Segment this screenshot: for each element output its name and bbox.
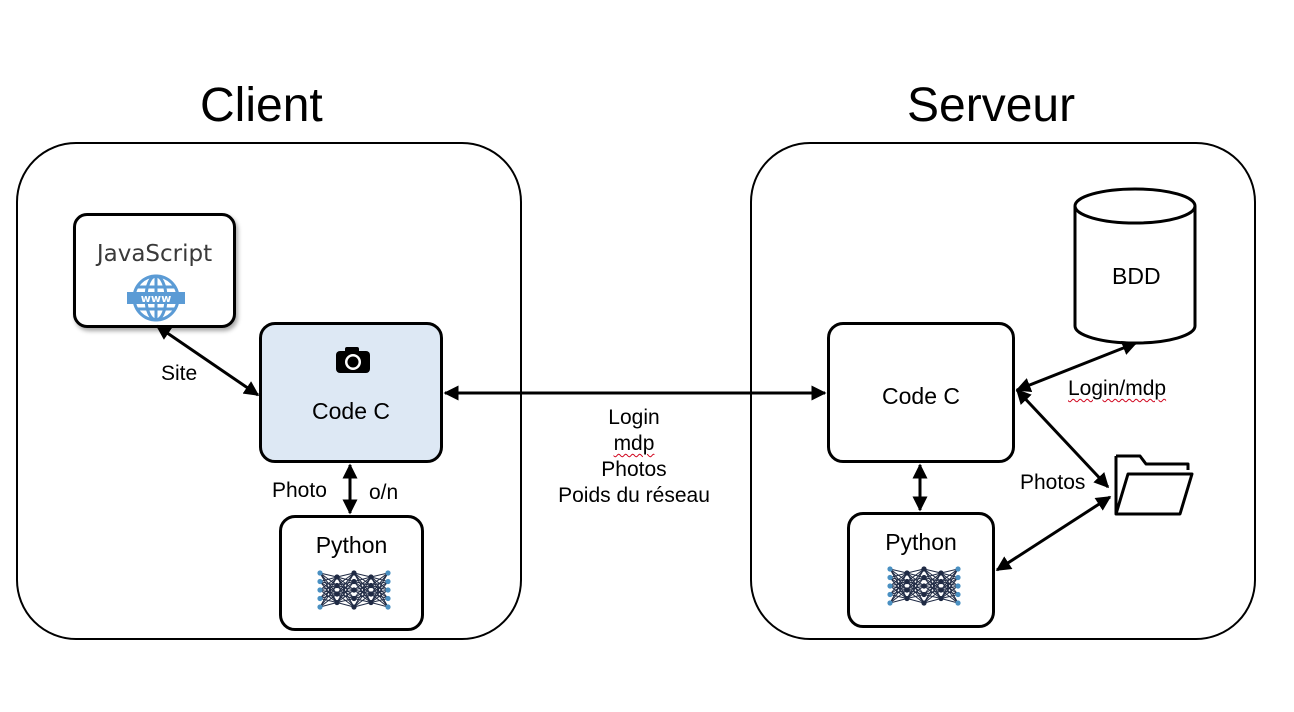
client-code-label: Code C xyxy=(312,398,390,424)
photos-label: Photos xyxy=(1020,471,1086,494)
javascript-label: JavaScript xyxy=(96,241,213,267)
neural-network-icon xyxy=(317,570,391,610)
link-line-login: Login xyxy=(608,406,660,429)
camera-icon xyxy=(336,347,370,373)
server-code-label: Code C xyxy=(882,383,960,409)
link-line-photos: Photos xyxy=(601,458,667,481)
site-label: Site xyxy=(161,362,198,385)
photo-label: Photo xyxy=(272,479,327,502)
client-python-box: Python xyxy=(279,515,424,631)
client-title: Client xyxy=(200,79,323,132)
arrow-server-code-folder xyxy=(1015,388,1110,489)
arrow-javascript-code xyxy=(155,324,260,397)
link-label-block: Login mdp Photos Poids du réseau xyxy=(528,405,740,509)
bdd-label: BDD xyxy=(1112,263,1161,289)
on-label: o/n xyxy=(369,481,399,504)
server-title: Serveur xyxy=(907,79,1076,132)
arrow-python-folder xyxy=(995,495,1112,572)
client-python-label: Python xyxy=(315,532,388,558)
link-line-poids: Poids du réseau xyxy=(558,484,710,507)
folder-icon xyxy=(1114,454,1194,516)
database-cylinder-icon xyxy=(1073,187,1197,345)
neural-network-icon xyxy=(887,566,961,606)
server-code-box: Code C xyxy=(827,322,1015,463)
javascript-box: JavaScript www xyxy=(73,213,236,328)
server-python-box: Python xyxy=(847,512,995,628)
login-mdp-label: Login/mdp xyxy=(1068,378,1166,399)
globe-www-icon: www xyxy=(127,274,185,322)
svg-text:www: www xyxy=(141,292,172,305)
client-code-box: Code C xyxy=(259,322,443,463)
arrow-server-code-bdd xyxy=(1015,340,1138,393)
login-mdp-text: Login/mdp xyxy=(1068,377,1167,400)
server-python-label: Python xyxy=(885,529,957,555)
link-line-mdp: mdp xyxy=(613,432,655,455)
